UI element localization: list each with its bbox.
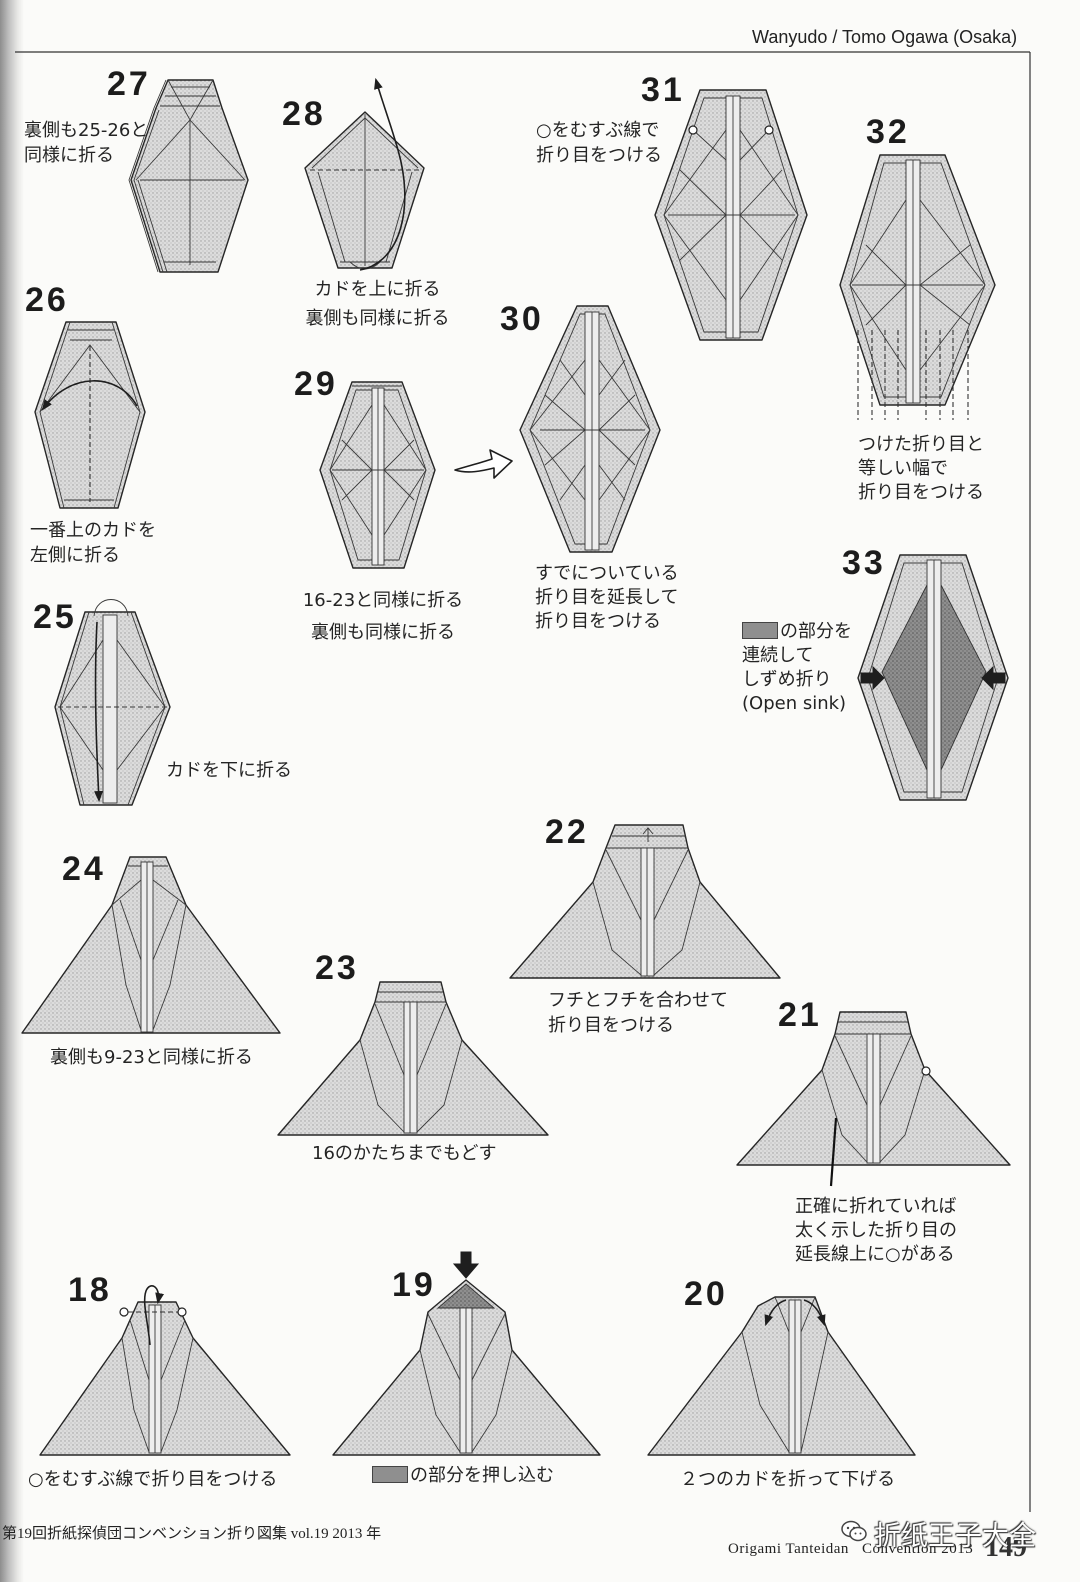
step-20-model [648, 1297, 915, 1455]
caption-line: しずめ折り [742, 668, 852, 692]
caption-line: 折り目をつける [858, 481, 984, 505]
step-19-model [333, 1252, 600, 1455]
step-18-model [40, 1286, 290, 1455]
step-18-number: 18 [68, 1273, 112, 1307]
step-29-caption: 16-23と同様に折る 裏側も同様に折る [288, 585, 478, 649]
caption-line: ２つのカドを折って下げる [680, 1467, 895, 1492]
step-29-model [320, 382, 435, 568]
reference-circle [689, 126, 697, 134]
step-27-number: 27 [107, 67, 151, 101]
caption-line: 等しい幅で [858, 457, 984, 481]
step-33-model [858, 555, 1008, 800]
step-21-model [737, 1012, 1010, 1186]
caption-line: フチとフチを合わせて [548, 988, 728, 1013]
step-22-caption: フチとフチを合わせて 折り目をつける [548, 988, 728, 1038]
step-24-model [22, 857, 280, 1033]
step-28-caption: カドを上に折る 裏側も同様に折る [290, 277, 465, 331]
step-30-caption: すでについている 折り目を延長して 折り目をつける [535, 562, 679, 634]
step-32-number: 32 [866, 115, 910, 149]
caption-line: 太く示した折り目の [795, 1219, 957, 1243]
caption-line: ○をむすぶ線で折り目をつける [28, 1467, 277, 1492]
caption-line: 延長線上に○がある [795, 1243, 957, 1267]
step-20-number: 20 [684, 1277, 728, 1311]
author-credit: Wanyudo / Tomo Ogawa (Osaka) [752, 27, 1017, 48]
step-26-model [35, 322, 145, 508]
caption-line: カドを上に折る [290, 277, 465, 302]
caption-line: 16のかたちまでもどす [312, 1141, 497, 1166]
caption-line: 裏側も9-23と同様に折る [50, 1045, 253, 1070]
step-19-caption: の部分を押し込む [372, 1463, 554, 1488]
step-28-number: 28 [282, 97, 326, 131]
caption-line: 折り目をつける [548, 1013, 728, 1038]
step-31-model [655, 90, 807, 340]
wechat-icon [840, 1519, 868, 1543]
watermark: 折纸王子大全 [874, 1514, 1036, 1553]
reference-circle [120, 1308, 128, 1316]
footer-series-name: Origami Tanteidan [728, 1541, 849, 1558]
footer-publication: 第19回折紙探偵団コンベンション折り図集 vol.19 2013 年 [2, 1522, 381, 1543]
step-21-caption: 正確に折れていれば 太く示した折り目の 延長線上に○がある [795, 1195, 957, 1267]
caption-text: の部分を押し込む [410, 1465, 554, 1486]
step-33-number: 33 [842, 546, 886, 580]
step-30-number: 30 [500, 302, 544, 336]
reference-circle [178, 1308, 186, 1316]
caption-line: 左側に折る [30, 543, 156, 568]
caption-line: 折り目を延長して [535, 586, 679, 610]
caption-text: の部分を [780, 621, 852, 642]
gray-region-swatch [742, 622, 778, 639]
step-24-number: 24 [62, 852, 106, 886]
step-18-caption: ○をむすぶ線で折り目をつける [28, 1467, 277, 1492]
step-31-number: 31 [641, 73, 685, 107]
step-25-number: 25 [33, 600, 77, 634]
caption-line: 連続して [742, 644, 852, 668]
step-23-model [278, 982, 548, 1135]
step-23-number: 23 [315, 951, 359, 985]
gray-region-swatch [372, 1466, 408, 1483]
caption-line: 一番上のカドを [30, 518, 156, 543]
caption-line: つけた折り目と [858, 433, 984, 457]
caption-line: の部分を押し込む [372, 1463, 554, 1488]
step-27-caption: 裏側も25-26と 同様に折る [24, 118, 148, 168]
step-26-caption: 一番上のカドを 左側に折る [30, 518, 156, 568]
step-31-caption: ○をむすぶ線で 折り目をつける [536, 118, 662, 168]
caption-line: 折り目をつける [536, 143, 662, 168]
caption-line: 裏側も同様に折る [290, 306, 465, 331]
step-32-caption: つけた折り目と 等しい幅で 折り目をつける [858, 433, 984, 505]
caption-line: (Open sink) [742, 692, 852, 716]
next-step-arrow [455, 450, 512, 478]
push-down-arrow [454, 1252, 478, 1278]
step-33-caption: の部分を 連続して しずめ折り (Open sink) [742, 620, 852, 716]
step-21-number: 21 [778, 998, 822, 1032]
step-23-caption: 16のかたちまでもどす [312, 1141, 497, 1166]
step-29-number: 29 [294, 367, 338, 401]
step-22-number: 22 [545, 815, 589, 849]
caption-line: 正確に折れていれば [795, 1195, 957, 1219]
caption-line: の部分を [742, 620, 852, 644]
caption-line: 裏側も同様に折る [288, 617, 478, 649]
step-32-model [840, 155, 995, 420]
caption-line: 16-23と同様に折る [288, 585, 478, 617]
caption-line: 裏側も25-26と [24, 118, 148, 143]
caption-line: 折り目をつける [535, 610, 679, 634]
reference-circle [922, 1067, 930, 1075]
step-26-number: 26 [25, 283, 69, 317]
reference-circle [765, 126, 773, 134]
caption-line: ○をむすぶ線で [536, 118, 662, 143]
step-19-number: 19 [392, 1268, 436, 1302]
step-30-model [520, 306, 660, 552]
step-25-caption: カドを下に折る [166, 758, 292, 783]
step-20-caption: ２つのカドを折って下げる [680, 1467, 895, 1492]
step-24-caption: 裏側も9-23と同様に折る [50, 1045, 253, 1070]
step-27-model [129, 80, 248, 272]
caption-line: 同様に折る [24, 143, 148, 168]
caption-line: カドを下に折る [166, 758, 292, 783]
caption-line: すでについている [535, 562, 679, 586]
